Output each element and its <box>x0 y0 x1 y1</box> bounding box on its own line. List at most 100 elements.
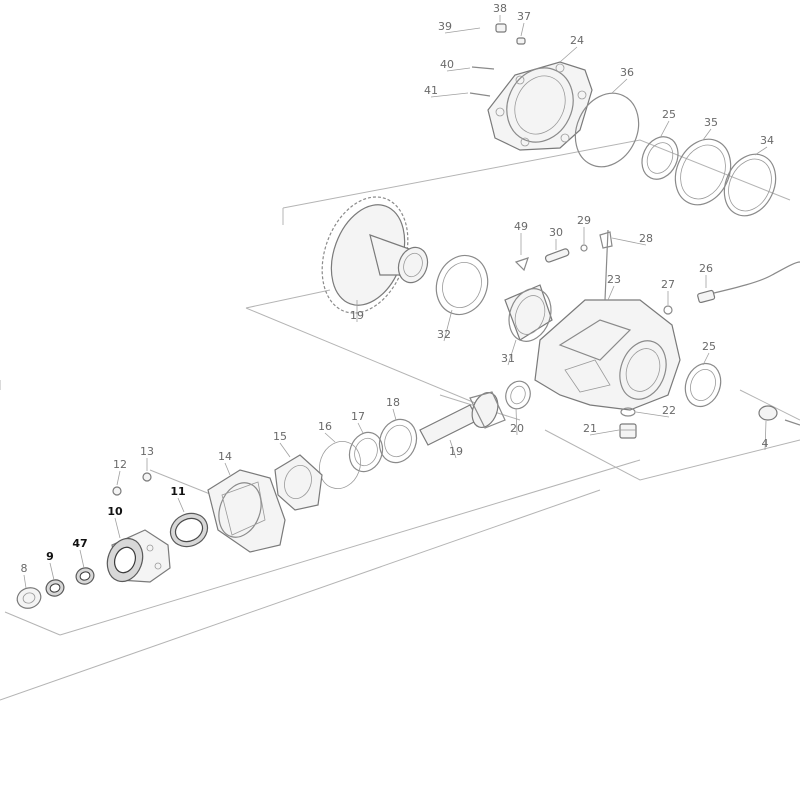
callout-11: 11 <box>170 485 185 498</box>
leader-line-16 <box>324 432 336 443</box>
part-18-bearing <box>378 418 418 464</box>
leader-line-23 <box>607 285 615 301</box>
part-32-bearing <box>435 254 489 316</box>
small-fasteners-38-37-39-40-41 <box>469 23 526 97</box>
callout-18: 18 <box>386 396 400 409</box>
callout-24: 24 <box>570 34 584 47</box>
callout-8: 8 <box>21 562 28 575</box>
leader-line-9 <box>49 562 55 581</box>
part-23-housing <box>534 229 681 411</box>
part-19-ring-gear <box>321 196 429 314</box>
callout-23: 23 <box>607 273 621 286</box>
callout-17: 17 <box>351 410 365 423</box>
part-8-cap <box>16 587 42 609</box>
part-26-sensor <box>697 261 800 304</box>
leader-line-28 <box>611 237 647 246</box>
callout-16: 16 <box>318 420 332 433</box>
callout-19: 19 <box>350 309 364 322</box>
part-9-nut <box>45 579 65 597</box>
callout-36: 36 <box>620 66 634 79</box>
part-14-front-housing <box>207 469 286 553</box>
leader-line-21 <box>589 429 620 436</box>
leader-line-22 <box>635 411 670 418</box>
leader-line-25 <box>702 352 710 366</box>
part-27-plug <box>663 305 673 315</box>
part-24-cover <box>487 61 593 151</box>
callout-32: 32 <box>437 328 451 341</box>
callout-22: 22 <box>662 404 676 417</box>
callout-13: 13 <box>140 445 154 458</box>
callout-39: 39 <box>438 20 452 33</box>
callout-34: 34 <box>760 134 774 147</box>
part-25-seal <box>641 136 679 180</box>
part-13-nut <box>142 472 152 482</box>
callout-12: 12 <box>113 458 127 471</box>
part-15-cover-plate <box>274 454 323 511</box>
part-4-cap <box>758 405 800 426</box>
leader-line-11 <box>177 497 185 513</box>
callout-9: 9 <box>46 550 54 563</box>
leader-line-36 <box>611 78 628 94</box>
leader-line-32 <box>443 309 453 342</box>
callout-20: 20 <box>510 422 524 435</box>
leader-line-18 <box>392 408 397 421</box>
callout-37: 37 <box>517 10 531 23</box>
callout-31: 31 <box>501 352 515 365</box>
part-19-pinion-shaft <box>419 391 506 446</box>
part-20-bearing <box>505 380 531 410</box>
callout-27: 27 <box>661 278 675 291</box>
assembly-frames <box>0 139 800 701</box>
callout-41: 41 <box>424 84 438 97</box>
leader-line-39 <box>444 27 481 34</box>
leader-line-4 <box>764 420 767 451</box>
callout-15: 15 <box>273 430 287 443</box>
callout-21: 21 <box>583 422 597 435</box>
part-12-bolt <box>112 486 122 496</box>
leader-line-25 <box>659 120 670 139</box>
leader-line-34 <box>754 146 768 156</box>
callout-40: 40 <box>440 58 454 71</box>
callout-26: 26 <box>699 262 713 275</box>
callout-47: 47 <box>72 537 87 550</box>
leader-line-15 <box>279 442 291 458</box>
callout-28: 28 <box>639 232 653 245</box>
leader-line-24 <box>559 46 578 63</box>
callout-4: 4 <box>762 437 769 450</box>
leader-line-17 <box>357 422 364 434</box>
leader-line-37 <box>520 22 525 37</box>
part-21-plug <box>619 423 637 439</box>
leader-line-20 <box>515 407 518 436</box>
leader-line-10 <box>114 517 121 539</box>
leader-line-8 <box>23 574 27 589</box>
part-22-washer <box>620 407 636 417</box>
part-34-ring <box>723 153 777 217</box>
leader-line-14 <box>224 462 231 476</box>
callout-25: 25 <box>662 108 676 121</box>
part-16-shim <box>319 441 361 489</box>
leader-line-31 <box>507 339 517 366</box>
part-25-seal-lower <box>684 362 722 408</box>
leader-line-41 <box>430 92 469 98</box>
callout-38: 38 <box>493 2 507 15</box>
leader-line-19 <box>449 439 457 459</box>
leader-line-12 <box>116 470 121 486</box>
callout-29: 29 <box>577 214 591 227</box>
rear-cover-group <box>469 23 777 217</box>
part-11-oil-seal <box>169 512 209 548</box>
callout-19: 19 <box>449 445 463 458</box>
callout-35: 35 <box>704 116 718 129</box>
callout-10: 10 <box>107 505 123 518</box>
leader-line-35 <box>702 128 712 141</box>
leader-line-40 <box>446 67 471 72</box>
small-parts-49-30-29-28 <box>514 231 613 272</box>
part-36-gasket <box>574 92 640 168</box>
callout-30: 30 <box>549 226 563 239</box>
part-47-washer <box>75 567 95 585</box>
callout-25: 25 <box>702 340 716 353</box>
part-35-ring <box>674 138 732 206</box>
part-10-flange-hub <box>106 529 171 583</box>
part-31-bearing <box>504 284 553 342</box>
callout-49: 49 <box>514 220 528 233</box>
